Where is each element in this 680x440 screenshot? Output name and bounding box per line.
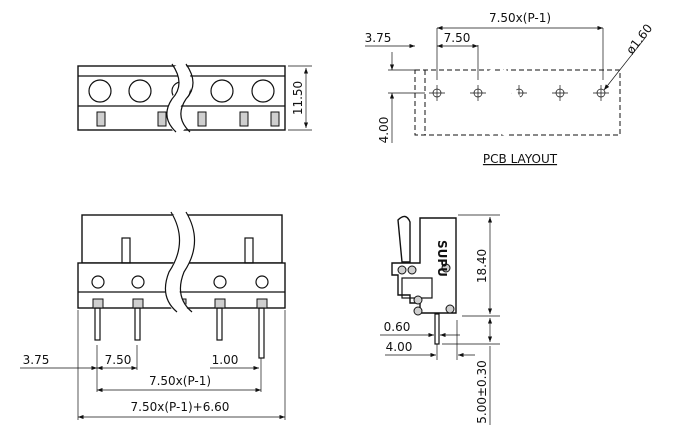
front-overall-length: 7.50x(P-1)+6.60 xyxy=(131,400,230,414)
front-pin-width: 1.00 xyxy=(212,353,239,367)
pcb-pitch: 7.50 xyxy=(444,31,471,45)
side-view: SUPU 18.40 0.60 4.00 5.00±0.30 xyxy=(380,214,500,425)
front-pitch: 7.50 xyxy=(105,353,132,367)
front-pitch-total: 7.50x(P-1) xyxy=(149,374,211,388)
pcb-layout-title: PCB LAYOUT xyxy=(483,152,558,166)
pcb-pitch-total: 7.50x(P-1) xyxy=(489,11,551,25)
pcb-hole-diameter: ø1.60 xyxy=(623,21,655,56)
front-edge-offset: 3.75 xyxy=(23,353,50,367)
top-height-dim: 11.50 xyxy=(291,81,305,115)
top-view: 11.50 xyxy=(77,60,312,137)
side-pin-offset: 4.00 xyxy=(386,340,413,354)
pcb-layout: 7.50x(P-1) 7.50 3.75 4.00 ø1.60 PCB LAYO… xyxy=(365,11,656,166)
side-height-dim: 18.40 xyxy=(475,249,489,283)
pcb-row-offset: 4.00 xyxy=(377,117,391,144)
brand-mark: SUPU xyxy=(435,240,449,277)
pcb-edge-offset: 3.75 xyxy=(365,31,392,45)
side-pin-length: 5.00±0.30 xyxy=(475,360,489,424)
front-view: 3.75 7.50 1.00 7.50x(P-1) 7.50x(P-1)+6.6… xyxy=(20,208,286,420)
side-pin-thickness: 0.60 xyxy=(384,320,411,334)
